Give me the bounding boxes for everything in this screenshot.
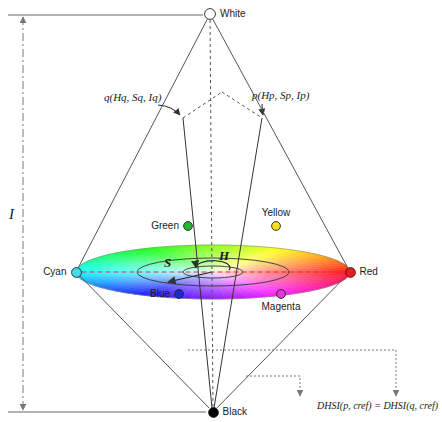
color-dot-shape <box>345 267 355 277</box>
intensity-axis <box>23 17 24 410</box>
color-name: Red <box>360 266 378 278</box>
cone-edge <box>80 276 209 408</box>
q-top-dash <box>183 92 222 118</box>
point-p-label: p(Hp, Sp, Ip) <box>252 89 309 101</box>
point-q-label: q(Hq, Sq, Iq) <box>104 91 161 103</box>
color-dot <box>208 407 219 418</box>
color-dot-shape <box>71 267 81 277</box>
distance-bracket-p <box>246 376 300 396</box>
cyan-point: Cyan <box>71 267 82 278</box>
black-vertex: Black <box>208 407 219 418</box>
yellow-point: Yellow <box>271 221 281 231</box>
color-dot <box>174 289 184 299</box>
red-point: Red <box>345 267 356 278</box>
saturation-arrow <box>168 272 212 282</box>
color-name: Blue <box>150 288 170 300</box>
saturation-overlay <box>76 245 350 299</box>
color-name: Magenta <box>262 301 301 313</box>
q-line <box>183 118 212 408</box>
color-name: White <box>220 8 246 20</box>
q-pointer <box>158 105 180 115</box>
top-extent-line <box>8 15 203 16</box>
color-dot <box>71 267 82 278</box>
blue-point: Blue <box>174 289 184 299</box>
color-dot <box>345 267 356 278</box>
hue-disk <box>76 245 350 299</box>
color-dot-shape <box>175 290 184 299</box>
green-point: Green <box>183 221 193 231</box>
distance-equation: DHSI(p, cref) = DHSI(q, cref) <box>317 400 438 411</box>
cone-edge <box>79 19 208 267</box>
color-dot <box>204 8 216 20</box>
cone-edge <box>213 19 348 267</box>
color-name: Yellow <box>262 207 291 219</box>
intensity-label: I <box>9 206 14 223</box>
p-line <box>214 118 262 408</box>
white-vertex: White <box>204 8 216 20</box>
distance-bracket-q <box>188 350 396 396</box>
color-dot <box>183 221 193 231</box>
color-dot-shape <box>208 407 218 417</box>
color-name: Cyan <box>43 266 66 278</box>
hue-label: H <box>219 248 229 264</box>
cone-edge <box>217 276 346 408</box>
color-dot-shape <box>205 9 216 20</box>
magenta-point: Magenta <box>276 289 286 299</box>
color-dot <box>276 289 286 299</box>
saturation-label: S <box>164 255 171 271</box>
color-name: Black <box>223 406 247 418</box>
color-dot-shape <box>272 222 281 231</box>
disk-outline <box>76 245 350 299</box>
color-dot <box>271 221 281 231</box>
color-dot-shape <box>184 222 193 231</box>
color-name: Green <box>151 220 179 232</box>
bottom-extent-line <box>8 412 206 413</box>
diameter-dashed-line <box>82 271 345 272</box>
color-dot-shape <box>277 290 286 299</box>
central-axis <box>210 20 213 407</box>
